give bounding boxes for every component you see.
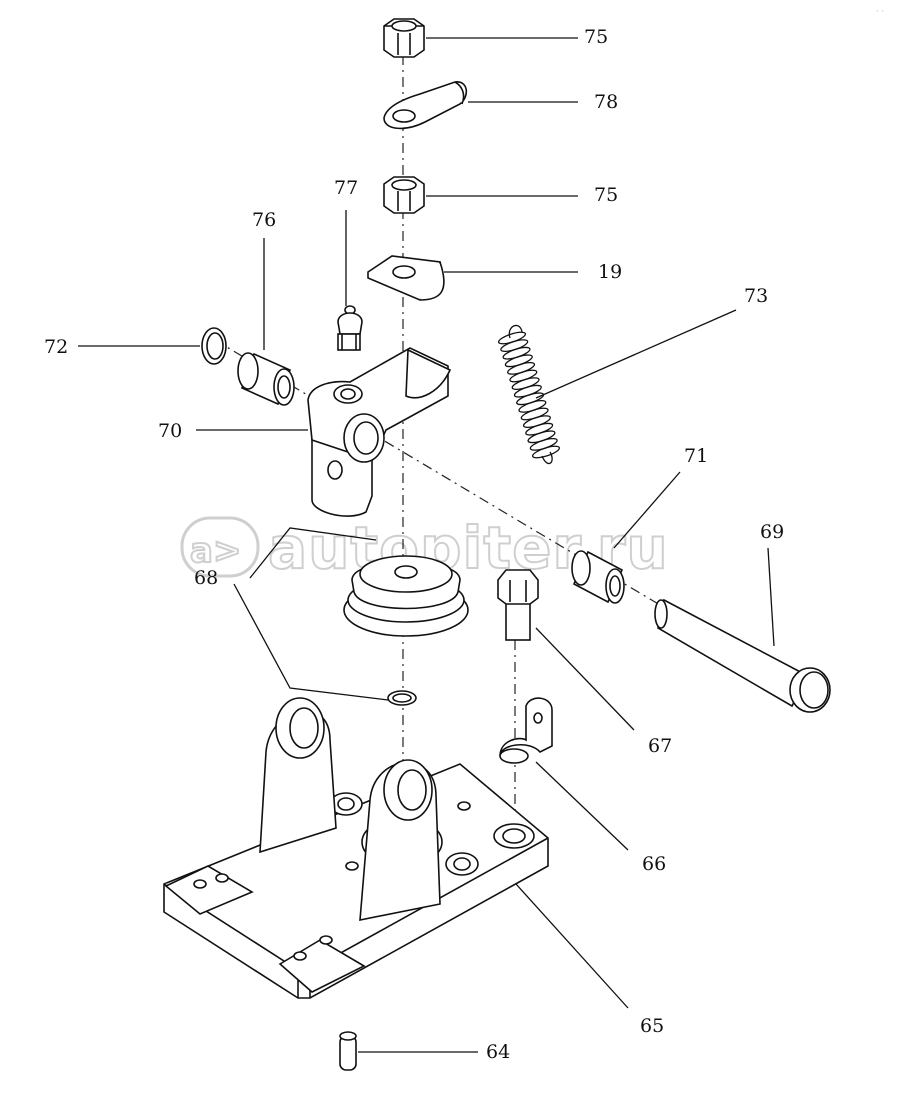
callout-19: 19	[598, 261, 622, 283]
part-72-snap-ring	[201, 327, 227, 365]
part-75-hex-nut-middle	[383, 176, 425, 214]
spring-coil	[529, 437, 558, 451]
spring-coil	[507, 361, 536, 375]
spring-coil	[500, 339, 529, 353]
part-65-base-plate	[163, 697, 549, 999]
callout-64: 64	[486, 1041, 510, 1063]
spring-coil	[497, 331, 527, 345]
callout-77: 77	[334, 177, 358, 199]
callout-70: 70	[158, 420, 182, 442]
part-73-tension-spring	[497, 324, 561, 465]
callout-68: 68	[194, 567, 218, 589]
spring-coil	[525, 422, 554, 436]
spring-coil	[518, 399, 547, 413]
part-75-hex-nut-top	[383, 18, 425, 58]
part-71-bushing	[571, 550, 625, 604]
spring-coil	[502, 346, 531, 360]
part-76-bushing	[237, 352, 295, 406]
spring-coil	[516, 392, 545, 406]
spring-coil	[522, 415, 551, 429]
part-70-lever-bracket	[307, 347, 452, 517]
callout-78: 78	[594, 91, 618, 113]
part-68-rubber-boot	[343, 555, 469, 706]
part-66-bracket-clip	[499, 697, 553, 764]
callout-75-middle: 75	[594, 184, 618, 206]
part-78-tab-washer	[383, 81, 468, 130]
part-67-hex-bolt	[497, 569, 539, 641]
corner-note: · ·	[876, 7, 884, 16]
spring-coil	[531, 445, 561, 459]
callout-67: 67	[648, 735, 672, 757]
leader-lines	[78, 37, 775, 1053]
callout-76: 76	[252, 209, 276, 231]
spring-coil	[527, 430, 556, 444]
callout-65: 65	[640, 1015, 664, 1037]
part-19-lock-plate	[367, 255, 445, 301]
svg-text:a>: a>	[190, 531, 241, 571]
spring-coil	[520, 407, 549, 421]
callout-69: 69	[760, 521, 784, 543]
callout-75-top: 75	[584, 26, 608, 48]
spring-coil	[511, 377, 540, 391]
watermark-logo: a>	[180, 516, 260, 578]
spring-coil	[509, 369, 538, 383]
part-69-pivot-pin	[654, 598, 831, 713]
spring-coil	[504, 354, 533, 368]
callout-72: 72	[44, 336, 68, 358]
part-64-dowel-pin	[339, 1031, 357, 1071]
callout-labels: 75 78 75 19 77 76 72 73 70 71 69 68 67 6…	[44, 26, 784, 1063]
callout-71: 71	[684, 445, 708, 467]
callout-73: 73	[744, 285, 768, 307]
part-77-grease-nipple	[337, 305, 363, 351]
callout-66: 66	[642, 853, 666, 875]
